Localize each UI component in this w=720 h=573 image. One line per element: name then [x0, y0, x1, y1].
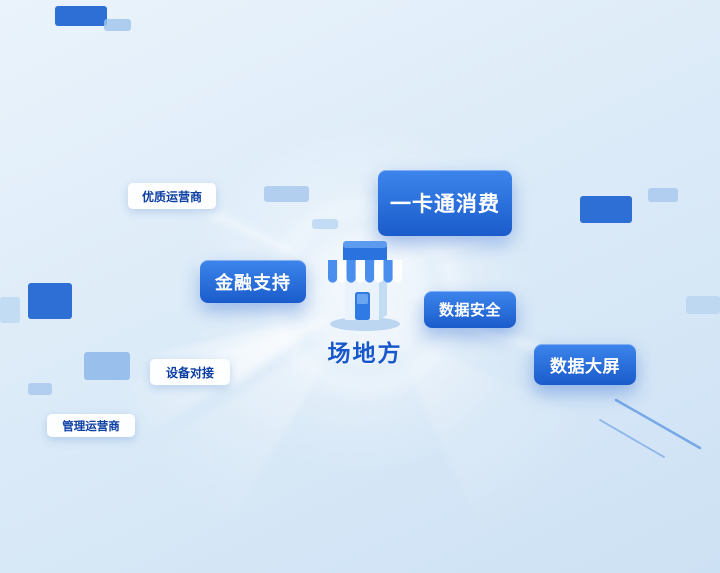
- deco-rect: [104, 19, 131, 31]
- deco-rect: [84, 352, 130, 380]
- node-card-consumption: 一卡通消费: [378, 170, 512, 236]
- node-premium-operators: 优质运营商: [128, 183, 216, 209]
- node-management-operators: 管理运营商: [47, 414, 135, 437]
- deco-rect: [264, 186, 309, 202]
- accent-streaks: [599, 398, 702, 458]
- deco-rect: [686, 296, 720, 314]
- store-icon: [328, 241, 402, 331]
- deco-rect: [0, 297, 20, 323]
- deco-rect: [55, 6, 107, 26]
- node-financial-support: 金融支持: [200, 260, 306, 303]
- deco-rect: [648, 188, 678, 202]
- deco-rect: [28, 383, 52, 395]
- deco-rect: [580, 196, 632, 223]
- center-hub: 场地方: [305, 238, 425, 368]
- deco-rect: [28, 283, 72, 319]
- node-device-integration: 设备对接: [150, 359, 230, 385]
- deco-rect: [312, 219, 338, 229]
- center-label: 场地方: [327, 340, 403, 366]
- node-data-security: 数据安全: [424, 291, 516, 328]
- node-data-big-screen: 数据大屏: [534, 344, 636, 385]
